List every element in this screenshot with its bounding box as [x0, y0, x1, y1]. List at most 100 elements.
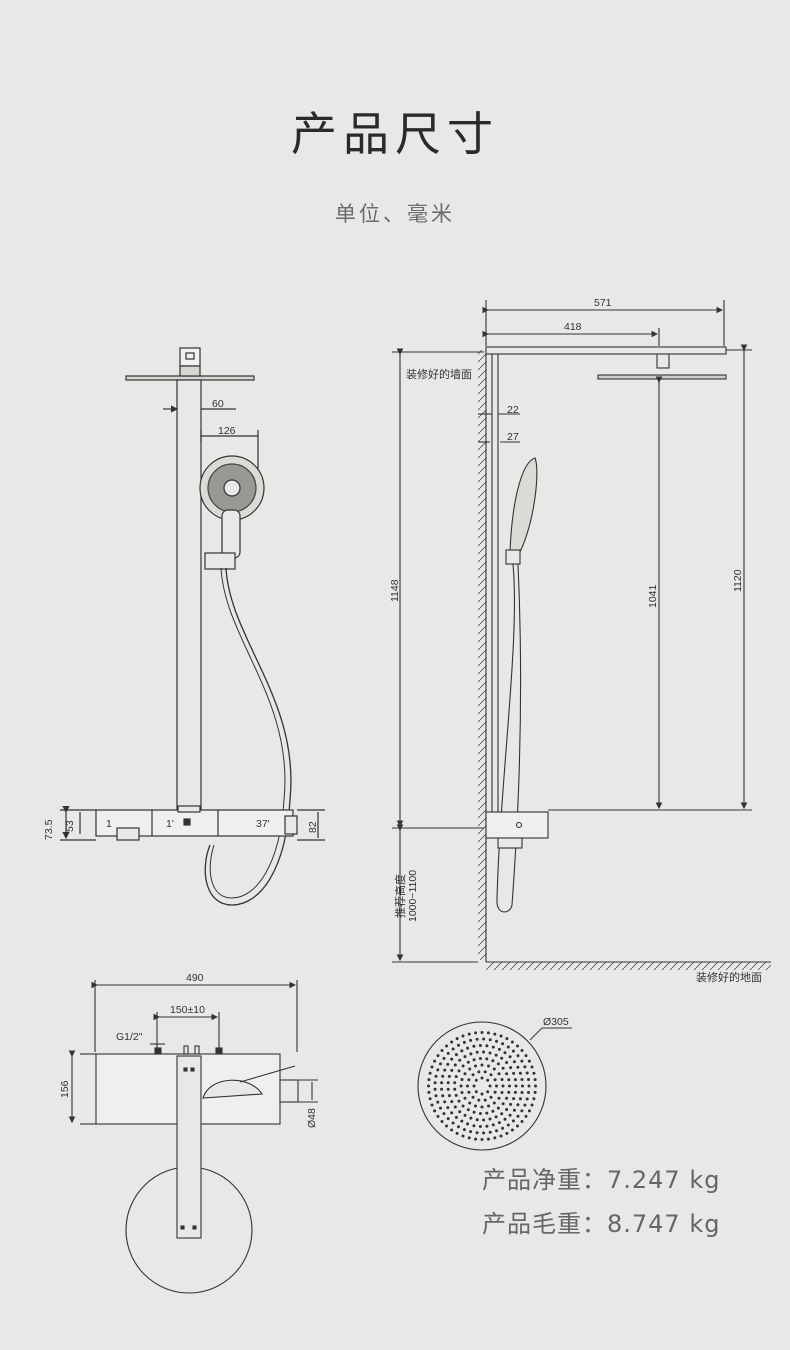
nozzle-dot — [474, 1090, 478, 1094]
nozzle-dot — [505, 1131, 509, 1135]
nozzle-dot — [475, 1118, 479, 1122]
nozzle-dot — [442, 1112, 446, 1116]
nozzle-dot — [445, 1124, 448, 1128]
nozzle-dot — [508, 1055, 512, 1059]
nozzle-dot — [520, 1059, 524, 1063]
nozzle-dot — [461, 1034, 465, 1038]
nozzle-dot — [493, 1090, 497, 1094]
nozzle-dot — [532, 1071, 536, 1075]
nozzle-dot — [428, 1071, 432, 1075]
nozzle-dot — [491, 1059, 495, 1063]
nozzle-dot — [447, 1094, 451, 1098]
nozzle-dot — [520, 1120, 524, 1123]
nozzle-dot — [505, 1061, 509, 1064]
nozzle-dot — [523, 1065, 527, 1069]
nozzle-dot — [450, 1111, 454, 1115]
dim-490: 490 — [186, 972, 204, 984]
nozzle-dot — [527, 1078, 530, 1081]
nozzle-dot — [496, 1062, 500, 1066]
nozzle-dot — [501, 1126, 505, 1130]
nozzle-dot — [474, 1137, 478, 1141]
nozzle-dot — [527, 1084, 531, 1088]
nozzle-dot — [450, 1100, 454, 1104]
nozzle-dot — [493, 1136, 497, 1140]
nozzle-dot — [497, 1047, 501, 1051]
nozzle-dot — [461, 1064, 465, 1068]
nozzle-dot — [450, 1057, 454, 1061]
nozzle-dot — [443, 1068, 447, 1072]
nozzle-dot — [451, 1047, 455, 1051]
nozzle-dot — [512, 1097, 516, 1101]
nozzle-dot — [474, 1064, 477, 1068]
nozzle-dot — [489, 1073, 493, 1077]
nozzle-dot — [480, 1138, 484, 1141]
nozzle-dot — [525, 1097, 529, 1101]
nozzle-dot — [486, 1137, 490, 1141]
nozzle-dot — [494, 1115, 498, 1119]
nozzle-dot — [527, 1109, 531, 1113]
nozzle-dot — [434, 1074, 438, 1078]
nozzle-dot — [467, 1136, 471, 1140]
nozzle-dot — [427, 1090, 431, 1094]
nozzle-dot — [460, 1049, 464, 1053]
dim-48: Ø48 — [306, 1108, 318, 1128]
nozzle-dot — [520, 1109, 524, 1113]
nozzle-dot — [505, 1072, 509, 1076]
nozzle-dot — [458, 1058, 462, 1062]
nozzle-dot — [457, 1125, 460, 1129]
wall-label: 装修好的墙面 — [406, 367, 472, 381]
nozzle-dot — [480, 1031, 484, 1034]
nozzle-dot — [472, 1058, 476, 1062]
nozzle-dot — [446, 1081, 450, 1085]
nozzle-dot — [430, 1065, 434, 1069]
dim-156: 156 — [59, 1080, 71, 1098]
dim-22: 22 — [507, 404, 519, 416]
page-title: 产品尺寸 — [291, 107, 499, 161]
nozzle-dot — [501, 1066, 505, 1070]
nozzle-dot — [478, 1112, 482, 1115]
nozzle-dot — [503, 1117, 507, 1121]
nozzle-dot — [453, 1105, 457, 1109]
nozzle-dot — [516, 1054, 520, 1058]
nozzle-dot — [454, 1053, 458, 1057]
nozzle-dot — [486, 1078, 490, 1082]
nozzle-dot — [510, 1128, 514, 1132]
nozzle-dot — [439, 1062, 442, 1066]
nozzle-dot — [457, 1099, 461, 1103]
nozzle-dot — [514, 1084, 518, 1088]
nozzle-dot — [486, 1031, 490, 1035]
nozzle-dot — [474, 1078, 478, 1082]
nozzle-dot — [530, 1103, 534, 1107]
nozzle-dot — [469, 1130, 473, 1134]
nozzle-dot — [482, 1037, 486, 1041]
dim-82: 82 — [307, 821, 319, 833]
nozzle-dot — [500, 1056, 504, 1060]
nozzle-dot — [436, 1068, 440, 1072]
nozzle-dot — [533, 1078, 537, 1082]
nozzle-dot — [440, 1081, 444, 1085]
nozzle-dot — [501, 1102, 505, 1106]
nozzle-dot — [500, 1112, 504, 1116]
nozzle-dot — [454, 1075, 458, 1079]
nozzle-dot — [501, 1042, 505, 1046]
nozzle-dot — [462, 1128, 466, 1132]
nozzle-dot — [440, 1120, 444, 1123]
nozzle-dot — [505, 1096, 509, 1100]
nozzle-dot — [485, 1111, 489, 1115]
nozzle-dot — [482, 1050, 486, 1054]
nozzle-dot — [497, 1121, 501, 1125]
front-btn-left: 1 — [106, 818, 112, 830]
front-btn-mid: 1' — [166, 818, 174, 830]
front-temp: 37' — [256, 818, 270, 830]
nozzle-dot — [477, 1098, 481, 1102]
nozzle-dot — [475, 1050, 479, 1054]
nozzle-dot — [491, 1109, 495, 1113]
nozzle-dot — [533, 1090, 537, 1094]
nozzle-dot — [436, 1114, 440, 1118]
nozzle-dot — [489, 1095, 493, 1099]
nozzle-dot — [463, 1072, 467, 1076]
nozzle-dot — [487, 1104, 490, 1108]
nozzle-dot — [436, 1100, 440, 1104]
nozzle-dot — [468, 1067, 472, 1071]
nozzle-dot — [461, 1104, 465, 1108]
